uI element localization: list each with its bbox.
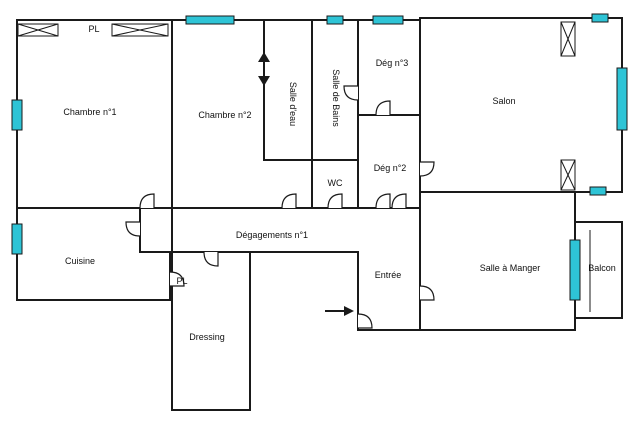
cross-box-icon — [17, 23, 59, 37]
cross-box-icon — [560, 21, 576, 57]
label-deg-2: Dég n°2 — [374, 163, 407, 173]
label-degagements-1: Dégagements n°1 — [236, 230, 308, 240]
label-salle-eau: Salle d'eau — [288, 82, 298, 126]
label-chambre-2: Chambre n°2 — [198, 110, 251, 120]
label-chambre-1: Chambre n°1 — [63, 107, 116, 117]
room-labels: PL Chambre n°1 Chambre n°2 Salle d'eau S… — [63, 24, 615, 342]
label-entree: Entrée — [375, 270, 402, 280]
doors — [125, 85, 435, 329]
label-salon: Salon — [492, 96, 515, 106]
cross-box-icon — [111, 23, 169, 37]
cross-box-icon — [560, 159, 576, 191]
label-dressing: Dressing — [189, 332, 225, 342]
walls — [16, 17, 623, 411]
label-cuisine: Cuisine — [65, 256, 95, 266]
label-pl-top: PL — [88, 24, 99, 34]
label-pl-mid: PL — [176, 276, 187, 286]
label-wc: WC — [328, 178, 343, 188]
radiators — [17, 21, 576, 191]
arrow-right-icon — [325, 306, 354, 316]
label-deg-3: Dég n°3 — [376, 58, 409, 68]
label-balcon: Balcon — [588, 263, 616, 273]
label-salle-manger: Salle à Manger — [480, 263, 541, 273]
double-arrow-icon — [258, 52, 270, 86]
windows — [11, 13, 628, 301]
label-salle-bains: Salle de Bains — [331, 69, 341, 127]
